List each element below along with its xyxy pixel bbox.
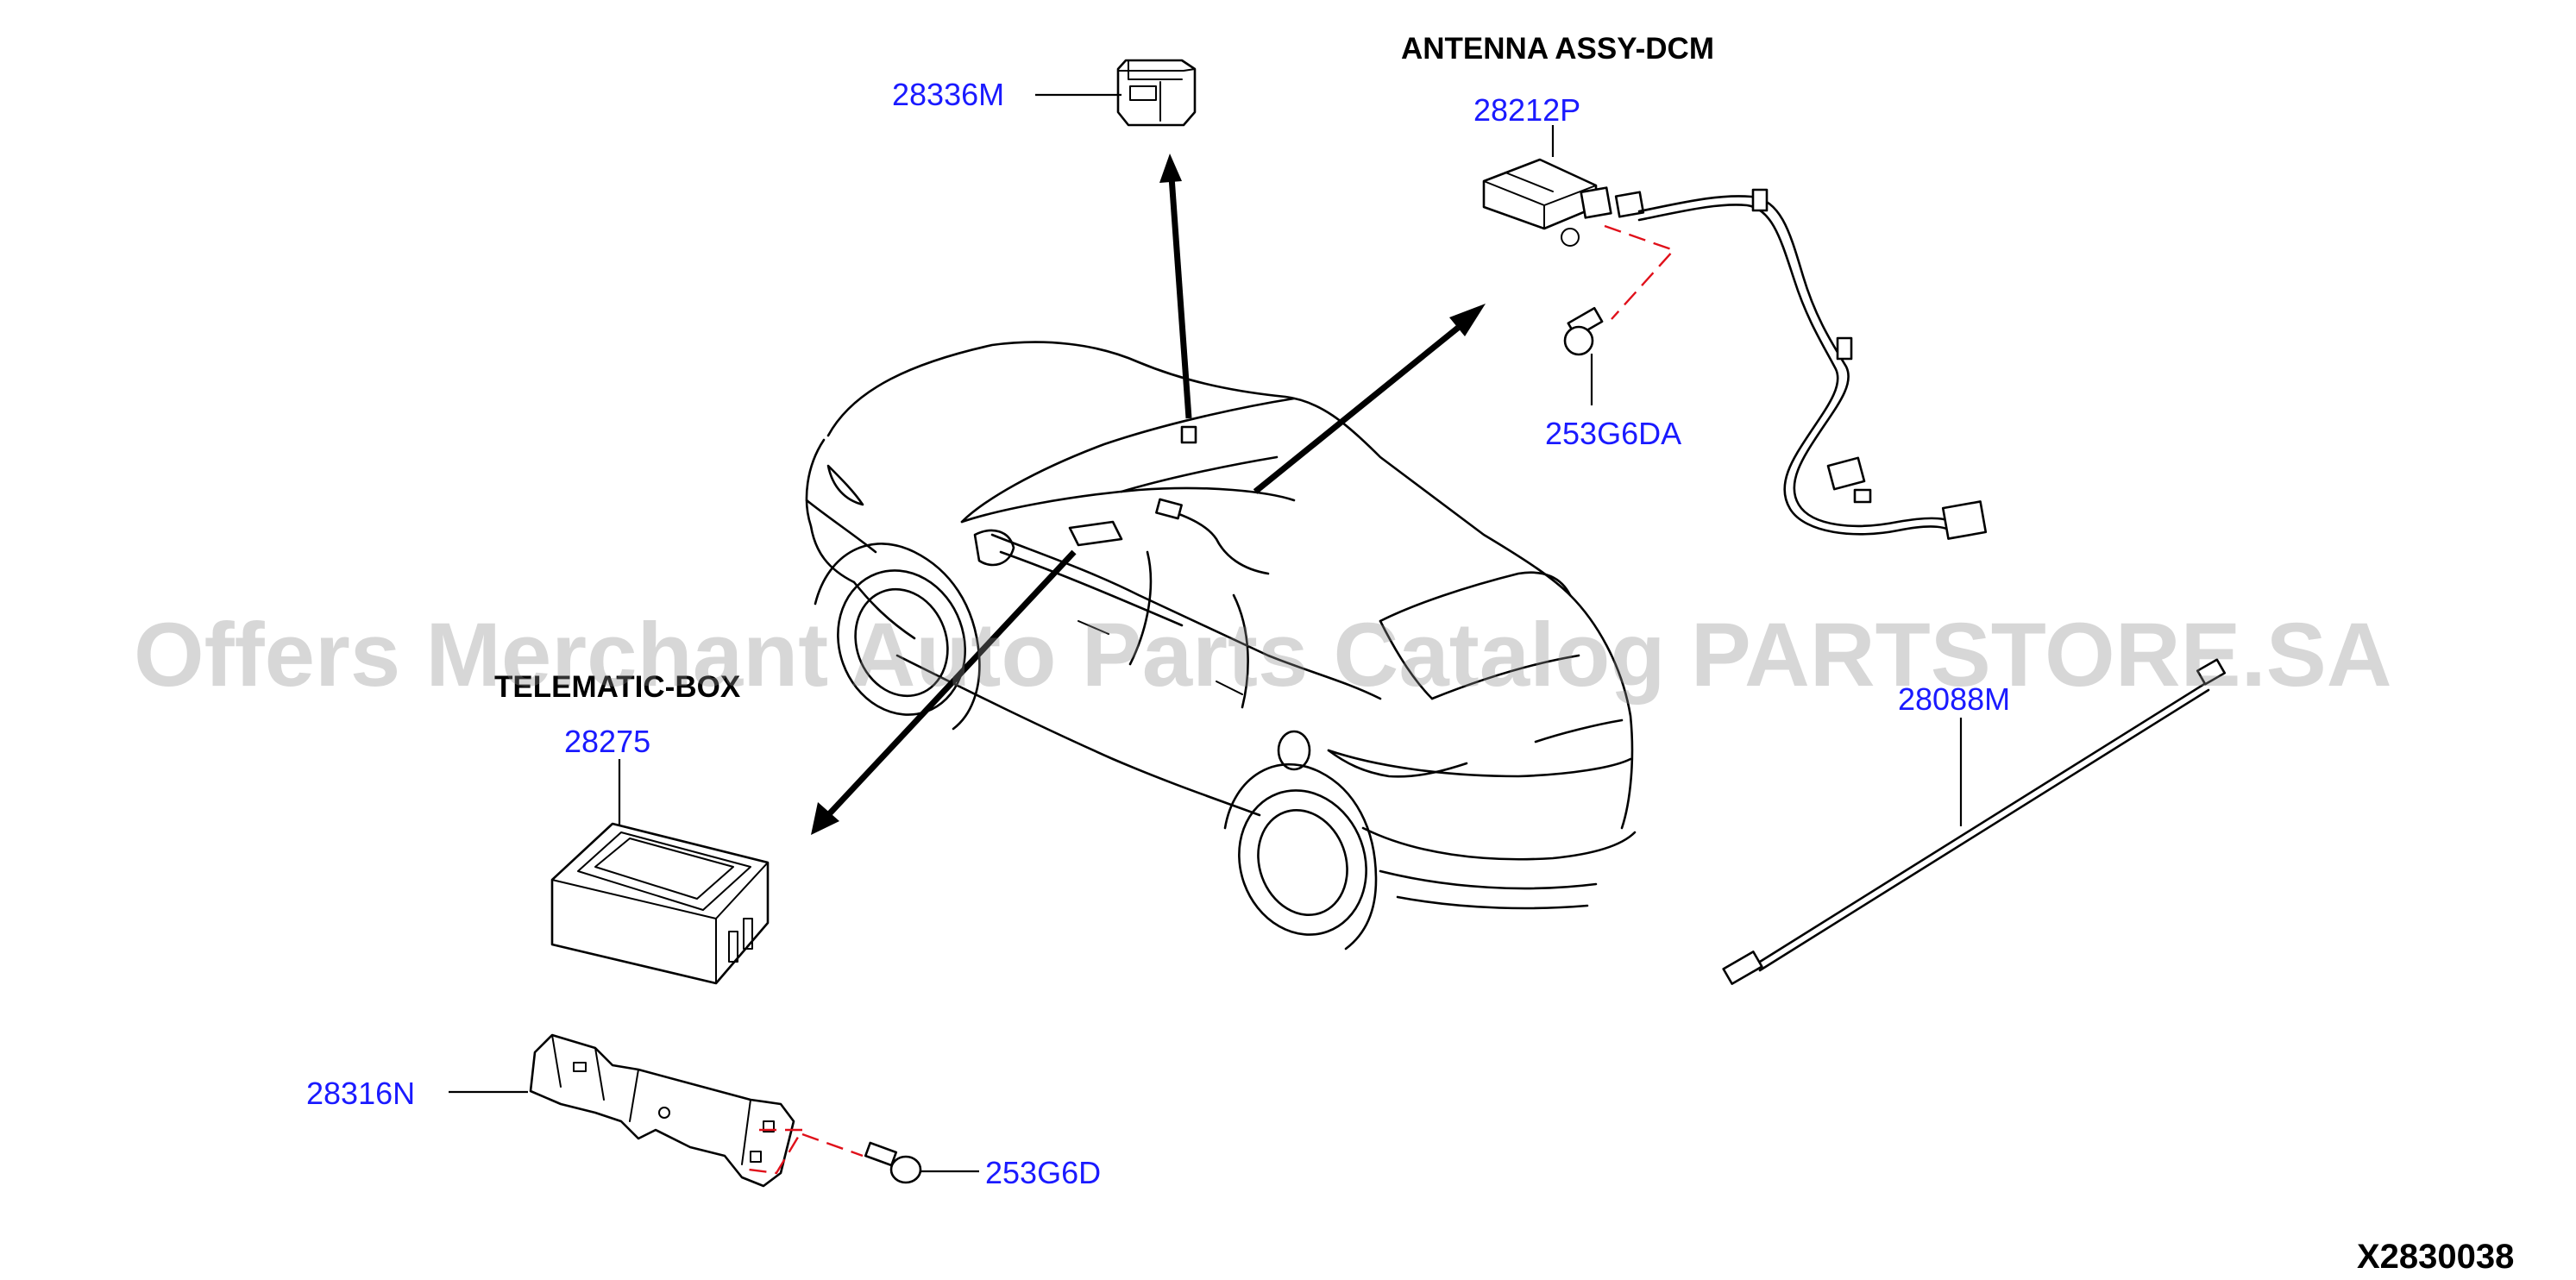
part-label-28088M[interactable]: 28088M <box>1898 681 2010 717</box>
antenna-assy-dcm <box>1482 125 1988 540</box>
part-label-253G6D[interactable]: 253G6D <box>985 1155 1101 1190</box>
part-label-28316N[interactable]: 28316N <box>306 1076 415 1111</box>
part-label-253G6DA[interactable]: 253G6DA <box>1545 416 1681 451</box>
antenna-assy-heading: ANTENNA ASSY-DCM <box>1401 32 1714 66</box>
cable-28088M <box>1722 658 2227 985</box>
part-label-28212P[interactable]: 28212P <box>1473 92 1580 128</box>
part-label-28275[interactable]: 28275 <box>564 724 650 759</box>
vehicle-illustration <box>805 341 1637 951</box>
part-28336M-module <box>1035 59 1197 127</box>
diagram-code: X2830038 <box>2357 1238 2514 1276</box>
telematic-box-heading: TELEMATIC-BOX <box>494 670 741 704</box>
part-label-28336M[interactable]: 28336M <box>892 77 1004 112</box>
watermark-text: Offers Merchant Auto Parts Catalog PARTS… <box>134 605 2392 706</box>
bracket-28316N <box>449 1033 979 1188</box>
pointer-arrows <box>811 154 1486 835</box>
telematic-box-28275 <box>550 759 770 985</box>
